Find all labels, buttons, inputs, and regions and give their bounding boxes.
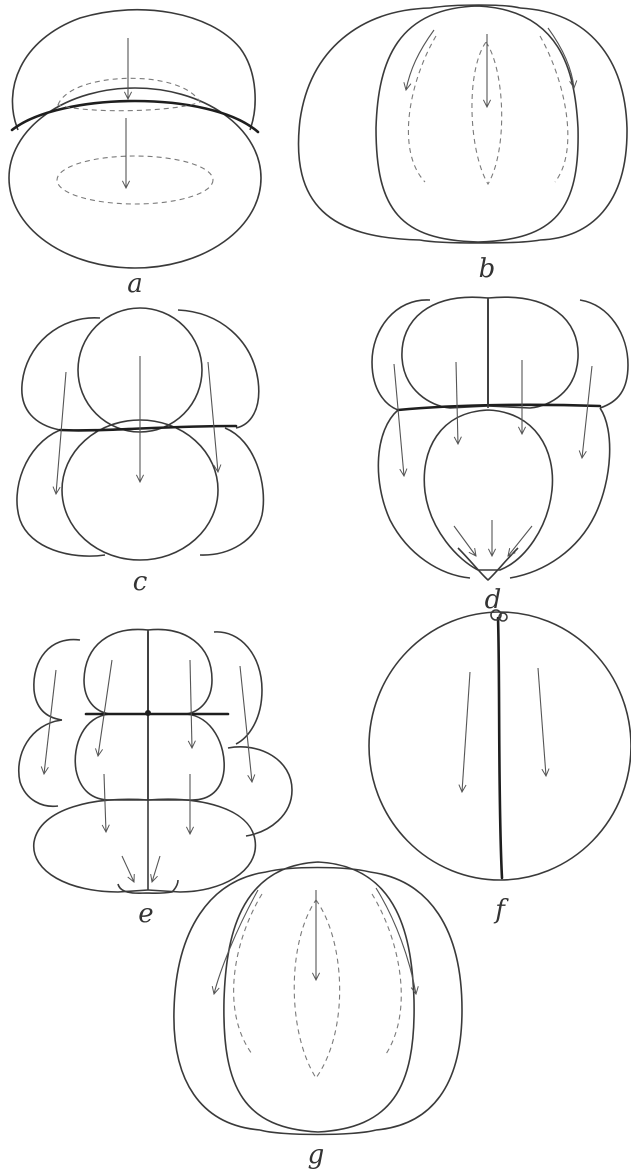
figure-e: e	[19, 629, 292, 929]
figure-g: g	[174, 862, 462, 1170]
figure-a-label: a	[127, 269, 143, 299]
figure-d-arrow-2	[456, 362, 458, 444]
figure-g-label: g	[308, 1140, 325, 1170]
figure-e-label: e	[138, 899, 153, 929]
figure-b-right-blastomere	[520, 8, 627, 240]
figure-e-center-dot	[145, 710, 151, 716]
figure-e-arrow-5	[104, 774, 106, 832]
figure-e-lower-right-blastomere	[148, 799, 255, 892]
figure-e-middle-left-blastomere	[75, 714, 148, 800]
figure-c: c	[17, 308, 263, 597]
figure-g-central-blastomere	[224, 862, 414, 1132]
figure-d-arrow-4	[582, 366, 592, 458]
figure-c-left-arrow	[56, 372, 66, 494]
figure-e-lower-left-blastomere	[34, 799, 148, 892]
figure-e-left-blastomere-middle	[19, 720, 62, 806]
figure-f: f	[369, 610, 631, 925]
figure-g-right-dashed-outline	[372, 894, 401, 1054]
figure-f-label: f	[493, 895, 509, 925]
figure-b-central-blastomere	[376, 6, 578, 242]
figure-d-upper-left-blastomere	[402, 297, 488, 408]
figure-e-arrow-8	[152, 856, 160, 882]
figure-e-right-blastomere-top	[214, 632, 262, 744]
figure-b-label: b	[479, 254, 496, 284]
figure-d-arrow-5	[454, 526, 476, 556]
figure-c-lower-right-blastomere	[200, 428, 263, 555]
figure-a-lower-blastomere	[9, 88, 261, 268]
figure-d-lower-central-blastomere	[424, 410, 552, 570]
figure-g-left-arrow	[214, 890, 258, 994]
figure-g-left-blastomere	[174, 872, 266, 1130]
figure-b-left-blastomere	[299, 8, 431, 240]
figure-e-right-blastomere-middle	[228, 747, 292, 836]
figure-b-left-dashed-outline	[408, 36, 436, 182]
figure-a-lower-dashed-outline	[57, 156, 213, 204]
figure-d-upper-right-blastomere	[488, 297, 578, 408]
figure-f-right-arrow	[538, 668, 546, 776]
figure-c-label: c	[133, 567, 148, 597]
figure-d: d	[372, 297, 628, 615]
figure-f-median-furrow	[498, 618, 502, 878]
figure-e-upper-right-blastomere	[148, 629, 212, 714]
figure-e-arrow-2	[98, 660, 112, 756]
figure-e-upper-left-blastomere	[84, 629, 148, 714]
figure-g-right-blastomere	[370, 872, 462, 1130]
figure-f-left-arrow	[462, 672, 470, 792]
figure-c-right-arrow	[208, 362, 218, 472]
figure-a: a	[9, 10, 261, 299]
figure-b-right-arrow	[548, 28, 574, 88]
figure-c-lower-left-blastomere	[17, 430, 105, 556]
figure-e-left-blastomere-top	[34, 640, 80, 720]
figure-e-arrow-4	[240, 666, 252, 782]
figure-d-upper-tier	[372, 300, 430, 410]
figure-b-left-arrow	[406, 30, 434, 90]
figure-b: b	[299, 5, 628, 284]
figure-e-arrow-3	[190, 660, 192, 748]
figure-c-upper-right-blastomere	[178, 310, 259, 428]
figure-g-right-arrow	[376, 888, 416, 994]
figure-e-middle-right-blastomere	[148, 714, 224, 800]
figure-d-arrow-7	[508, 526, 532, 556]
figure-g-center-dashed-outline	[294, 900, 339, 1078]
figure-d-arrow-1	[394, 364, 404, 476]
figure-e-arrow-7	[122, 856, 134, 882]
